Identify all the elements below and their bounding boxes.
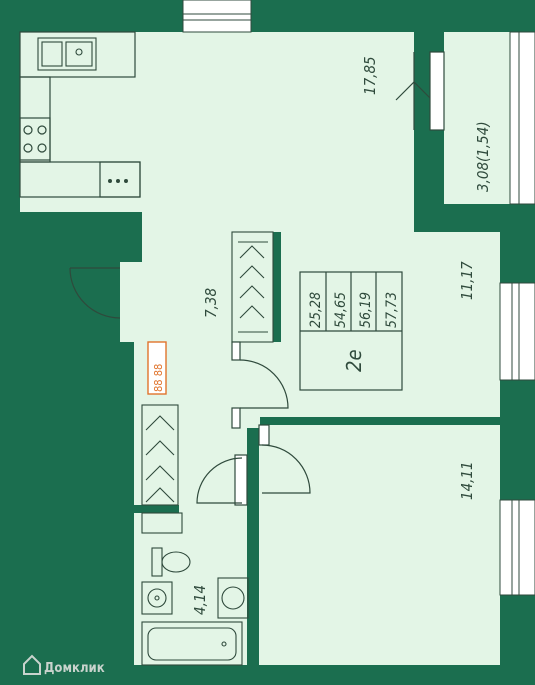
home-logo-icon <box>23 654 41 675</box>
wall-bath-right <box>247 428 259 665</box>
toilet-icon <box>151 547 191 577</box>
room1-area-label: 11,17 <box>458 261 476 300</box>
room-count-label: 2е <box>342 349 366 372</box>
hall-area-label: 7,38 <box>202 288 220 318</box>
wardrobe <box>141 404 179 506</box>
balcony-area-label: 3,08(1,54) <box>474 121 492 192</box>
wall-left-column <box>120 342 134 665</box>
window-room2 <box>499 499 535 596</box>
door-icon[interactable] <box>231 341 289 429</box>
washing-machine-icon <box>217 577 249 619</box>
living-area-value: 25,28 <box>308 292 324 328</box>
area-with-balcony-value: 56,19 <box>358 292 374 328</box>
kitchen-area-label: 17,85 <box>361 56 379 95</box>
window-kitchen-top <box>182 0 252 33</box>
wall-bath-top <box>133 505 179 513</box>
stove-icon <box>19 117 51 161</box>
interior-walls <box>120 32 519 665</box>
wall-kitchen-room1 <box>414 32 444 52</box>
meter-label: 88 88 <box>152 364 165 392</box>
washbasin-icon <box>141 581 173 615</box>
total-area-value: 54,65 <box>333 292 349 328</box>
summary-box <box>299 271 403 391</box>
balcony-door[interactable] <box>395 51 445 131</box>
door-icon[interactable] <box>258 424 311 494</box>
watermark: Домклик <box>23 654 105 676</box>
wall-entry-pillar <box>120 212 142 262</box>
radiator-icon <box>231 231 274 343</box>
watermark-text: Домклик <box>44 661 105 676</box>
window-room1 <box>499 282 535 381</box>
dishwasher-icon <box>99 161 141 198</box>
area-full-value: 57,73 <box>384 292 400 328</box>
bathroom-fixtures <box>141 512 183 534</box>
door-icon[interactable] <box>196 454 248 506</box>
bathtub-icon <box>141 621 243 666</box>
wall-between-rooms <box>260 417 500 425</box>
room2-area-label: 14,11 <box>458 461 476 500</box>
wall-hall-room1 <box>273 232 281 342</box>
balcony-floor <box>444 32 519 204</box>
meter-icon <box>147 341 167 395</box>
bathroom-area-label: 4,14 <box>191 585 209 615</box>
entry-opening <box>0 262 120 342</box>
windows <box>182 0 535 596</box>
wall-room1-top <box>414 204 519 232</box>
sink-icon <box>37 37 97 71</box>
window-balcony <box>509 31 535 205</box>
entry-door[interactable] <box>69 267 121 319</box>
